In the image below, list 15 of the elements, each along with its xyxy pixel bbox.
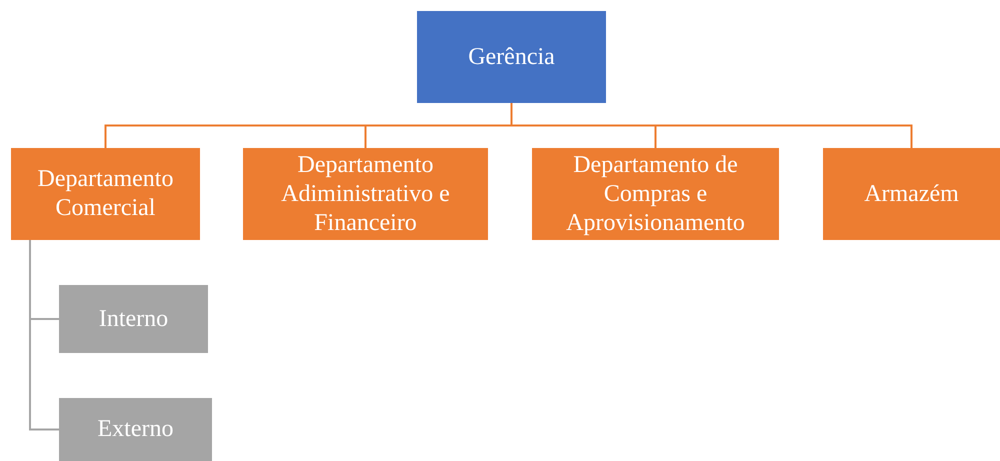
connector-line <box>29 240 59 430</box>
node-label: Gerência <box>468 42 555 72</box>
section-box <box>59 398 212 461</box>
department-box <box>243 148 488 240</box>
department-box <box>823 148 1000 240</box>
node-label: Departamento Adiministrativo e Financeiro <box>280 150 451 238</box>
node-label: Armazém <box>864 180 959 208</box>
section-box <box>59 285 208 353</box>
node-label: Interno <box>98 304 168 334</box>
department-box <box>11 148 200 240</box>
department-box <box>532 148 779 240</box>
node-label: Externo <box>98 415 174 444</box>
node-label: Departamento Comercial <box>36 165 174 223</box>
node-label: Departamento de Compras e Aprovisionamento <box>565 150 746 238</box>
manager-box <box>417 11 606 103</box>
